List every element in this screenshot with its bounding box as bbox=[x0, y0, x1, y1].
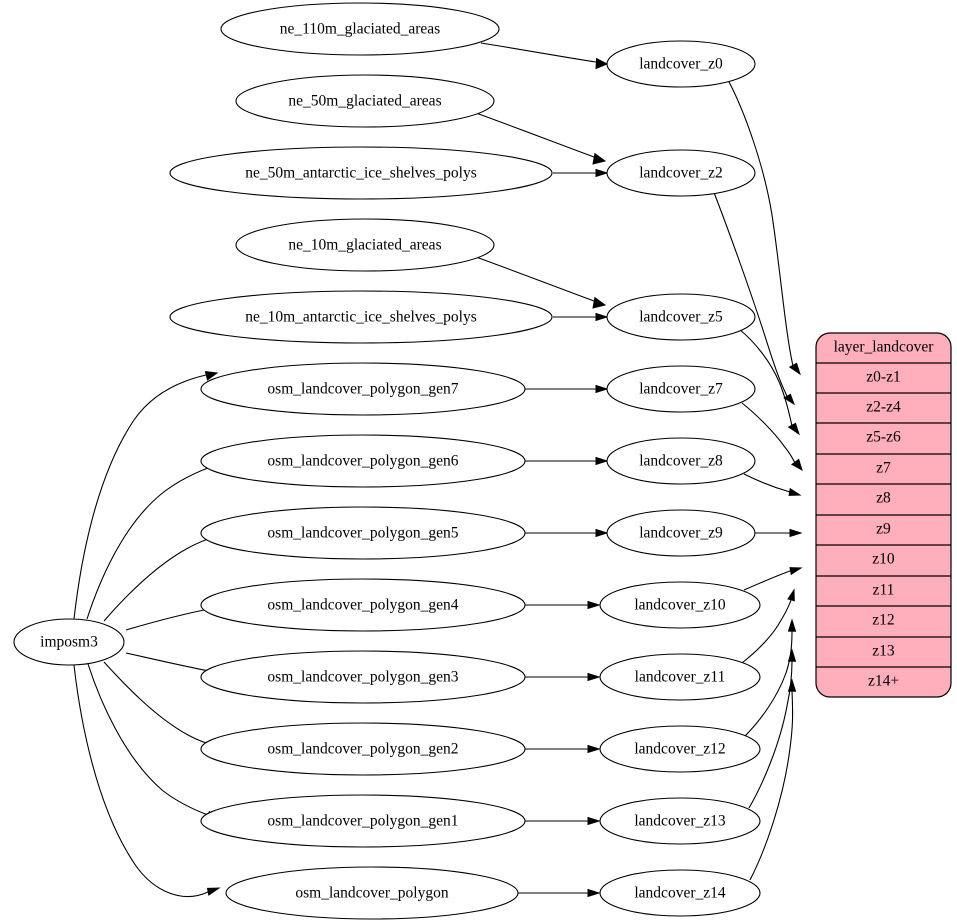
table-row-z0-z1[interactable]: z0-z1 bbox=[866, 369, 900, 386]
node-label: landcover_z0 bbox=[639, 56, 723, 73]
table-row-z9[interactable]: z9 bbox=[876, 521, 891, 538]
node-label: ne_50m_glaciated_areas bbox=[288, 93, 441, 110]
node-landcover_z0[interactable]: landcover_z0 bbox=[606, 40, 756, 88]
table-row-z14[interactable]: z14+ bbox=[868, 673, 899, 690]
node-label: landcover_z2 bbox=[639, 165, 723, 182]
edge-layer bbox=[73, 42, 803, 898]
node-landcover_z8[interactable]: landcover_z8 bbox=[606, 437, 756, 485]
edge-z13-to-row-z13 bbox=[748, 648, 797, 809]
edge-gen6-to-z8 bbox=[525, 456, 609, 466]
node-label: osm_landcover_polygon_gen4 bbox=[267, 597, 458, 614]
edge-z8-to-row-z8 bbox=[743, 473, 802, 496]
node-ne_10m_glaciated_areas[interactable]: ne_10m_glaciated_areas bbox=[235, 218, 495, 272]
node-label: ne_110m_glaciated_areas bbox=[280, 21, 440, 38]
node-label: osm_landcover_polygon_gen7 bbox=[267, 381, 458, 398]
edge-z11-to-row-z11 bbox=[741, 588, 795, 664]
edge-ne10ant-to-z5 bbox=[553, 312, 609, 322]
edge-imposm3-to-gen1 bbox=[87, 663, 220, 820]
osm-source-nodes: osm_landcover_polygon_gen7 osm_landcover… bbox=[200, 362, 526, 920]
edge-imposm3-to-polygon bbox=[73, 664, 221, 897]
table-row-z7[interactable]: z7 bbox=[876, 460, 891, 477]
node-landcover_z13[interactable]: landcover_z13 bbox=[599, 797, 761, 845]
node-landcover_z14[interactable]: landcover_z14 bbox=[599, 869, 761, 917]
node-ne_10m_antarctic_ice_shelves_polys[interactable]: ne_10m_antarctic_ice_shelves_polys bbox=[169, 290, 553, 344]
node-osm_landcover_polygon[interactable]: osm_landcover_polygon bbox=[225, 866, 519, 920]
node-label: landcover_z7 bbox=[639, 381, 723, 398]
node-label: landcover_z8 bbox=[639, 453, 723, 470]
edge-gen4-to-z10 bbox=[525, 600, 601, 610]
node-label: landcover_z14 bbox=[634, 885, 725, 902]
node-landcover_z11[interactable]: landcover_z11 bbox=[599, 653, 761, 701]
table-row-z11[interactable]: z11 bbox=[873, 582, 895, 599]
node-landcover_z5[interactable]: landcover_z5 bbox=[606, 293, 756, 341]
edge-polygon-to-z14 bbox=[518, 888, 601, 898]
node-label: osm_landcover_polygon_gen5 bbox=[267, 525, 458, 542]
node-label: imposm3 bbox=[40, 634, 98, 651]
node-ne_110m_glaciated_areas[interactable]: ne_110m_glaciated_areas bbox=[220, 2, 500, 56]
node-label: ne_50m_antarctic_ice_shelves_polys bbox=[245, 165, 477, 182]
table-row-z5-z6[interactable]: z5-z6 bbox=[866, 429, 901, 446]
edge-z10-to-row-z10 bbox=[743, 567, 803, 591]
edge-z5-to-row-z5z6 bbox=[738, 328, 800, 436]
edge-imposm3-to-gen7 bbox=[73, 371, 219, 620]
node-landcover_z2[interactable]: landcover_z2 bbox=[606, 149, 756, 197]
node-layer_landcover-table[interactable]: layer_landcover z0-z1 z2-z4 z5-z6 z7 z8 … bbox=[815, 332, 952, 698]
node-label: ne_10m_antarctic_ice_shelves_polys bbox=[245, 309, 477, 326]
edge-z2-to-row-z2z4 bbox=[712, 189, 795, 406]
node-landcover_z9[interactable]: landcover_z9 bbox=[606, 509, 756, 557]
table-row-z8[interactable]: z8 bbox=[876, 490, 891, 507]
node-landcover_z10[interactable]: landcover_z10 bbox=[599, 581, 761, 629]
node-osm_landcover_polygon_gen4[interactable]: osm_landcover_polygon_gen4 bbox=[200, 578, 526, 632]
edge-z0-to-row-z0z1 bbox=[727, 79, 801, 376]
edge-z14-to-row-z14 bbox=[749, 678, 797, 881]
edge-ne50ant-to-z2 bbox=[553, 168, 609, 178]
edge-ne10glac-to-z5 bbox=[475, 256, 607, 309]
node-label: osm_landcover_polygon_gen2 bbox=[267, 741, 458, 758]
node-landcover_z7[interactable]: landcover_z7 bbox=[606, 365, 756, 413]
node-label: landcover_z11 bbox=[635, 669, 726, 686]
landcover-zoom-nodes: landcover_z0 landcover_z2 landcover_z5 l… bbox=[599, 40, 761, 917]
edge-z12-to-row-z12 bbox=[744, 618, 797, 737]
node-label: landcover_z9 bbox=[639, 525, 723, 542]
node-imposm3[interactable]: imposm3 bbox=[13, 618, 125, 666]
node-osm_landcover_polygon_gen2[interactable]: osm_landcover_polygon_gen2 bbox=[200, 722, 526, 776]
node-label: osm_landcover_polygon bbox=[295, 885, 449, 902]
natural-earth-nodes: ne_110m_glaciated_areas ne_50m_glaciated… bbox=[169, 2, 553, 344]
node-landcover_z12[interactable]: landcover_z12 bbox=[599, 725, 761, 773]
node-ne_50m_glaciated_areas[interactable]: ne_50m_glaciated_areas bbox=[235, 74, 495, 128]
node-label: landcover_z13 bbox=[634, 813, 725, 830]
edge-gen1-to-z13 bbox=[525, 816, 601, 826]
table-row-z12[interactable]: z12 bbox=[872, 612, 894, 629]
node-label: landcover_z10 bbox=[634, 597, 725, 614]
node-osm_landcover_polygon_gen5[interactable]: osm_landcover_polygon_gen5 bbox=[200, 506, 526, 560]
node-label: osm_landcover_polygon_gen6 bbox=[267, 453, 458, 470]
node-osm_landcover_polygon_gen3[interactable]: osm_landcover_polygon_gen3 bbox=[200, 650, 526, 704]
table-row-z13[interactable]: z13 bbox=[872, 643, 895, 660]
node-label: ne_10m_glaciated_areas bbox=[288, 237, 441, 254]
node-label: osm_landcover_polygon_gen1 bbox=[267, 813, 458, 830]
node-label: osm_landcover_polygon_gen3 bbox=[267, 669, 458, 686]
node-label: landcover_z12 bbox=[634, 741, 725, 758]
edge-z9-to-row-z9 bbox=[752, 528, 803, 538]
edge-gen5-to-z9 bbox=[525, 528, 609, 538]
table-row-z2-z4[interactable]: z2-z4 bbox=[866, 399, 901, 416]
node-label: landcover_z5 bbox=[639, 309, 723, 326]
table-header-label: layer_landcover bbox=[834, 339, 935, 356]
edge-ne50glac-to-z2 bbox=[475, 112, 607, 165]
node-osm_landcover_polygon_gen7[interactable]: osm_landcover_polygon_gen7 bbox=[200, 362, 526, 416]
edge-gen3-to-z11 bbox=[525, 672, 601, 682]
edge-ne110-to-z0 bbox=[480, 42, 609, 70]
table-row-z10[interactable]: z10 bbox=[872, 551, 895, 568]
edge-gen7-to-z7 bbox=[525, 384, 609, 394]
node-osm_landcover_polygon_gen6[interactable]: osm_landcover_polygon_gen6 bbox=[200, 434, 526, 488]
node-ne_50m_antarctic_ice_shelves_polys[interactable]: ne_50m_antarctic_ice_shelves_polys bbox=[169, 146, 553, 200]
node-osm_landcover_polygon_gen1[interactable]: osm_landcover_polygon_gen1 bbox=[200, 794, 526, 848]
edge-z7-to-row-z7 bbox=[741, 402, 803, 472]
edge-gen2-to-z12 bbox=[525, 744, 601, 754]
